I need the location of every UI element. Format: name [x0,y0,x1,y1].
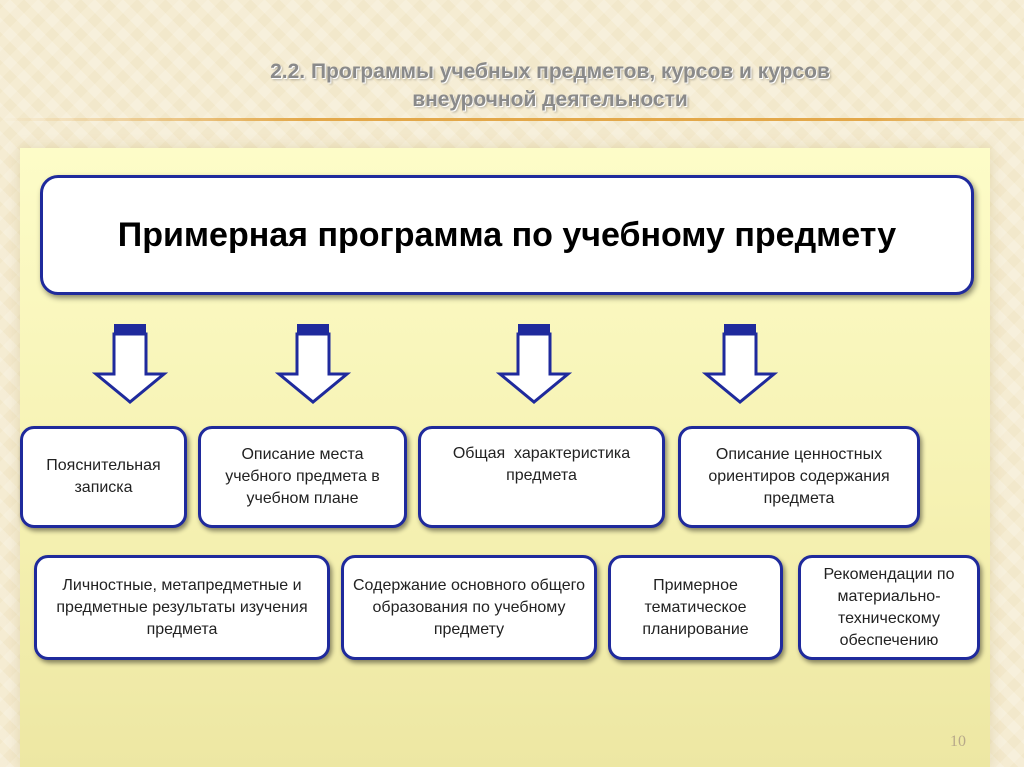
title-divider [0,118,1024,121]
subject-place-box: Описание места учебного предмета в учебн… [198,426,407,528]
learning-results-label: Личностные, метапредметные и предметные … [56,576,308,638]
down-arrow-icon [275,324,351,404]
value-orientations-box: Описание ценностных ориентиров содержани… [678,426,920,528]
material-support-box: Рекомендации по материально-техническому… [798,555,980,660]
material-support-label: Рекомендации по материально-техническому… [823,565,955,649]
thematic-planning-label: Примерное тематическое планирование [642,576,749,638]
learning-results-box: Личностные, метапредметные и предметные … [34,555,330,660]
slide-title: 2.2. Программы учебных предметов, курсов… [200,58,900,114]
explanatory-note-label: Пояснительная записка [46,457,161,496]
main-program-box: Примерная программа по учебному предмету [40,175,974,295]
down-arrow-icon [702,324,778,404]
subject-place-label: Описание места учебного предмета в учебн… [225,446,380,507]
down-arrow-icon [496,324,572,404]
thematic-planning-box: Примерное тематическое планирование [608,555,783,660]
value-orientations-label: Описание ценностных ориентиров содержани… [708,446,890,507]
subject-characteristics-box: Общая характеристика предмета [418,426,665,528]
main-program-label: Примерная программа по учебному предмету [117,215,897,254]
slide-title-line-1: 2.2. Программы учебных предметов, курсов… [270,60,830,83]
education-content-label: Содержание основного общего образования … [353,576,585,638]
explanatory-note-box: Пояснительная записка [20,426,187,528]
education-content-box: Содержание основного общего образования … [341,555,597,660]
page-number: 10 [950,733,966,750]
slide-title-line-2: внеурочной деятельности [412,88,688,111]
subject-characteristics-label: Общая характеристика предмета [452,445,635,484]
down-arrow-icon [92,324,168,404]
